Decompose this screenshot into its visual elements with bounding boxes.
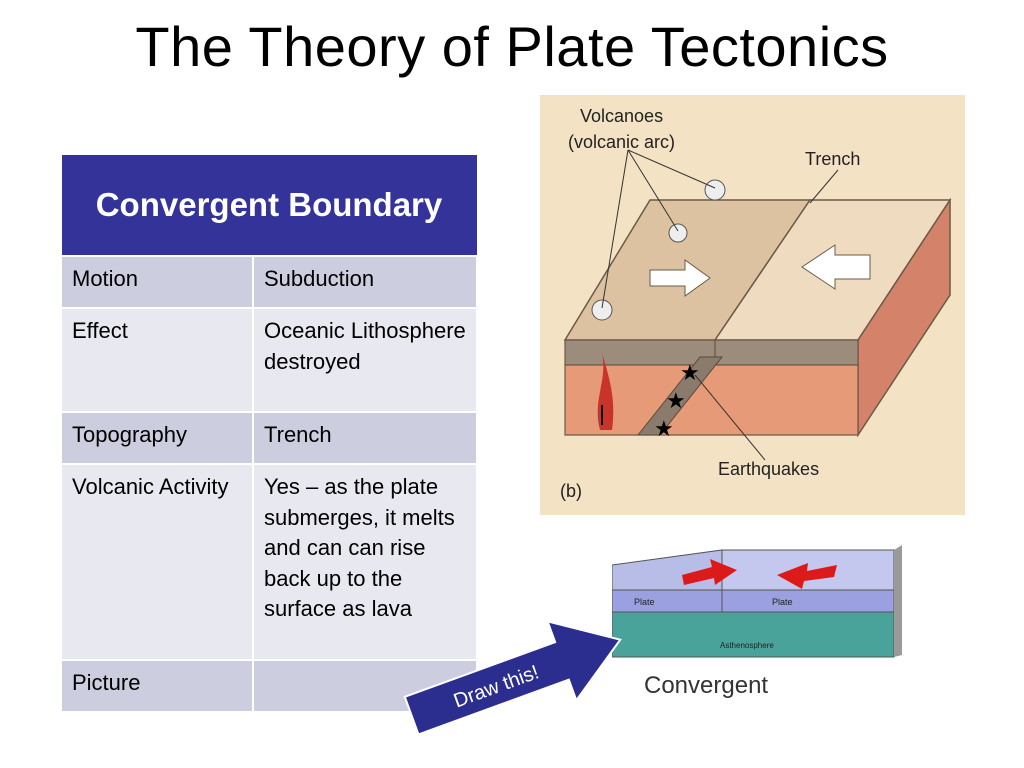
plate-front-right xyxy=(721,589,895,613)
label-leader-line xyxy=(601,149,629,309)
row-value-motion: Subduction xyxy=(252,255,478,309)
label-volcanic-arc: (volcanic arc) xyxy=(568,132,675,152)
table-row: Topography Trench xyxy=(60,411,478,465)
plate-front-left xyxy=(612,589,723,613)
row-value-topography: Trench xyxy=(252,411,478,465)
block-side xyxy=(894,545,902,657)
asthenosphere-layer xyxy=(612,611,895,658)
convergence-arrow-left xyxy=(777,563,837,589)
callout-arrow-shape xyxy=(403,620,622,736)
convergent-diagram: Plate Plate Asthenosphere Convergent xyxy=(612,545,902,699)
table-row: Effect Oceanic Lithosphere destroyed xyxy=(60,307,478,413)
volcano-plume-icon xyxy=(668,223,688,243)
label-plate-right: Plate xyxy=(772,597,793,607)
asthenosphere-front xyxy=(564,364,859,436)
convergent-boundary-table: Convergent Boundary Motion Subduction Ef… xyxy=(60,154,478,713)
table-row: Motion Subduction xyxy=(60,255,478,309)
label-trench: Trench xyxy=(805,149,860,169)
convergent-caption: Convergent xyxy=(644,672,768,699)
table-header: Convergent Boundary xyxy=(60,154,478,257)
volcano-plume-icon xyxy=(704,179,726,201)
earthquake-star-icon: ★ xyxy=(680,360,700,385)
label-leader-line xyxy=(627,149,679,232)
row-value-volcanic-activity: Yes – as the plate submerges, it melts a… xyxy=(252,463,478,661)
subducting-slab xyxy=(636,356,724,436)
lithosphere-front-right xyxy=(714,339,859,366)
table-row: Picture xyxy=(60,659,478,713)
label-leader-line xyxy=(694,374,766,461)
label-earthquakes: Earthquakes xyxy=(718,459,819,479)
label-asthenosphere: Asthenosphere xyxy=(720,641,774,650)
subduction-diagram: ★ ★ ★ Volcanoes (volcanic arc) Trench Ea… xyxy=(540,95,965,515)
table-row: Volcanic Activity Yes – as the plate sub… xyxy=(60,463,478,661)
volcano-plume-icon xyxy=(591,299,613,321)
row-label-motion: Motion xyxy=(60,255,254,309)
draw-this-callout: Draw this! xyxy=(403,620,622,736)
plate-top-right xyxy=(721,549,895,591)
label-volcanoes: Volcanoes xyxy=(580,106,663,126)
slide-title: The Theory of Plate Tectonics xyxy=(135,15,889,78)
earthquake-star-icon: ★ xyxy=(666,388,686,413)
earthquake-star-icon: ★ xyxy=(654,416,674,441)
motion-arrow-left xyxy=(801,244,871,290)
row-value-effect: Oceanic Lithosphere destroyed xyxy=(252,307,478,413)
convergence-arrow-right xyxy=(682,559,737,585)
label-leader-line xyxy=(809,169,839,204)
label-panel: (b) xyxy=(560,481,582,501)
row-label-effect: Effect xyxy=(60,307,254,413)
row-label-topography: Topography xyxy=(60,411,254,465)
motion-arrow-right xyxy=(649,259,711,297)
label-leader-line xyxy=(627,149,716,189)
label-plate-left: Plate xyxy=(634,597,655,607)
row-label-picture: Picture xyxy=(60,659,254,713)
row-label-volcanic-activity: Volcanic Activity xyxy=(60,463,254,661)
